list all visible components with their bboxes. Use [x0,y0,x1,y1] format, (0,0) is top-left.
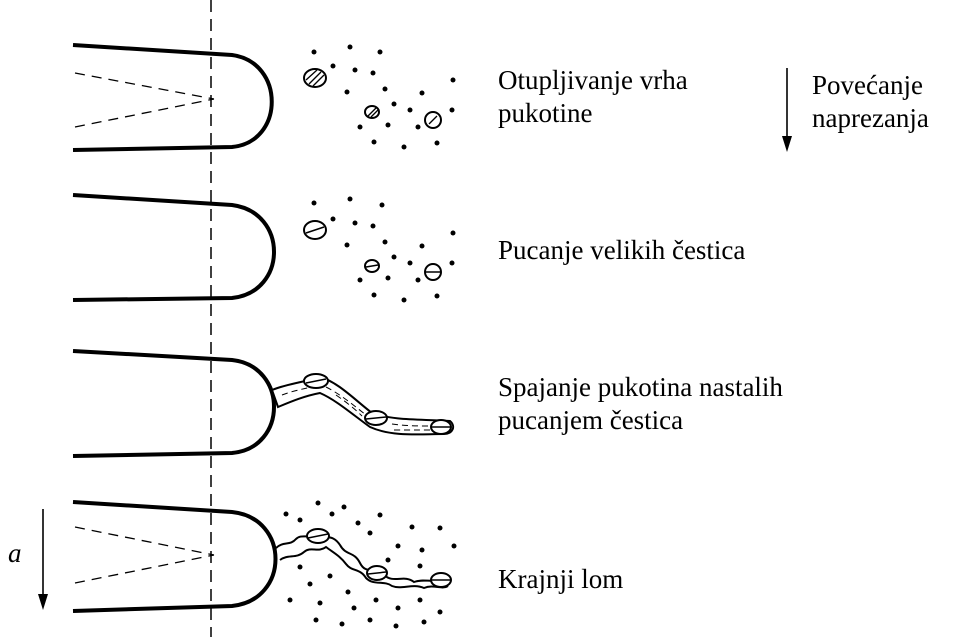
crack-outline [73,351,274,456]
large-particle [304,69,441,128]
stress-increase-arrow [782,68,792,152]
crack-tip-dash [75,527,214,555]
stress-arrow-label-line-1: Povećanje [812,69,929,102]
crack-length-arrow [38,509,48,610]
particle-field [312,197,456,303]
fractured-particle [307,529,451,587]
stage-3-label: Spajanje pukotina nastalih pucanjem čest… [498,371,783,437]
particle-crack [308,534,451,580]
particle-crack [306,227,441,272]
crack-outline [73,502,276,611]
crack-tip-dash [75,99,214,127]
stage-2-label-line-1: Pucanje velikih čestica [498,234,745,267]
stage-4-label-line-1: Krajnji lom [498,563,623,596]
stress-arrow-label: Povećanje naprezanja [812,69,929,135]
particle-field [284,501,457,629]
stage-1-label-line-1: Otupljivanje vrha [498,64,688,97]
crack-outline [73,45,272,150]
stage-2-sketch [73,195,456,303]
stage-4-label: Krajnji lom [498,563,623,596]
crack-tip-dash [75,555,214,583]
stage-2-label: Pucanje velikih čestica [498,234,745,267]
stage-1-label: Otupljivanje vrha pukotine [498,64,688,130]
stage-3-label-line-2: pucanjem čestica [498,404,783,437]
stage-1-label-line-2: pukotine [498,97,688,130]
particle-field [312,45,456,150]
stress-arrow-label-line-2: naprezanja [812,102,929,135]
stage-4-sketch [73,501,457,629]
crack-length-symbol: a [8,537,22,570]
crack-outline [73,195,274,300]
stage-1-sketch [73,45,456,151]
fractured-particle [304,221,441,280]
stage-3-sketch [73,351,453,456]
crack-tip-dash [75,73,214,99]
stage-3-label-line-1: Spajanje pukotina nastalih [498,371,783,404]
wavy-fracture-path [276,533,446,582]
